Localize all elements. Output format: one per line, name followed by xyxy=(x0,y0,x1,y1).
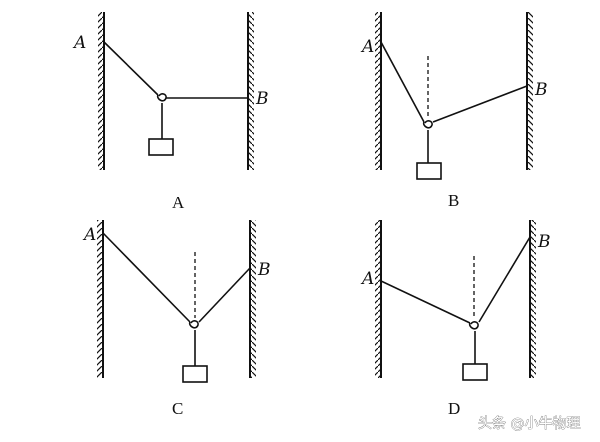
point-a-label: A xyxy=(82,225,96,245)
rope-right xyxy=(478,236,531,323)
figure-a: A B A xyxy=(72,12,269,212)
point-a-label: A xyxy=(360,269,374,289)
rope-left xyxy=(380,41,425,123)
figure-b: A B B xyxy=(360,12,548,210)
rope-left xyxy=(103,41,159,96)
weight-block xyxy=(182,365,208,383)
weight-block xyxy=(462,363,488,381)
point-a-label: A xyxy=(360,37,374,57)
point-b-label: B xyxy=(257,260,271,280)
pulley-hook xyxy=(468,321,479,330)
rope-left xyxy=(102,232,191,323)
right-wall xyxy=(529,220,536,378)
figure-d: A B D xyxy=(360,220,551,418)
figure-caption: D xyxy=(448,399,460,418)
point-b-label: B xyxy=(255,89,269,109)
watermark-text: 头条 @小牛物理 xyxy=(478,415,580,432)
right-wall xyxy=(249,220,256,378)
figure-caption: B xyxy=(448,191,459,210)
rope-left xyxy=(380,280,471,324)
right-wall xyxy=(526,12,533,170)
point-a-label: A xyxy=(72,33,86,53)
left-wall xyxy=(97,220,104,378)
rope-right xyxy=(432,85,528,123)
weight-block xyxy=(148,138,174,156)
pulley-hook xyxy=(188,320,199,329)
figure-c: A B C xyxy=(82,220,271,418)
figure-caption: A xyxy=(172,193,185,212)
point-b-label: B xyxy=(537,232,551,252)
left-wall xyxy=(98,12,105,170)
left-wall xyxy=(375,12,382,170)
rope-right xyxy=(198,267,251,323)
pulley-hook xyxy=(156,93,167,102)
right-wall xyxy=(247,12,254,170)
pulley-hook xyxy=(422,120,433,129)
weight-block xyxy=(416,162,442,180)
left-wall xyxy=(375,220,382,378)
point-b-label: B xyxy=(534,80,548,100)
figure-caption: C xyxy=(172,399,183,418)
